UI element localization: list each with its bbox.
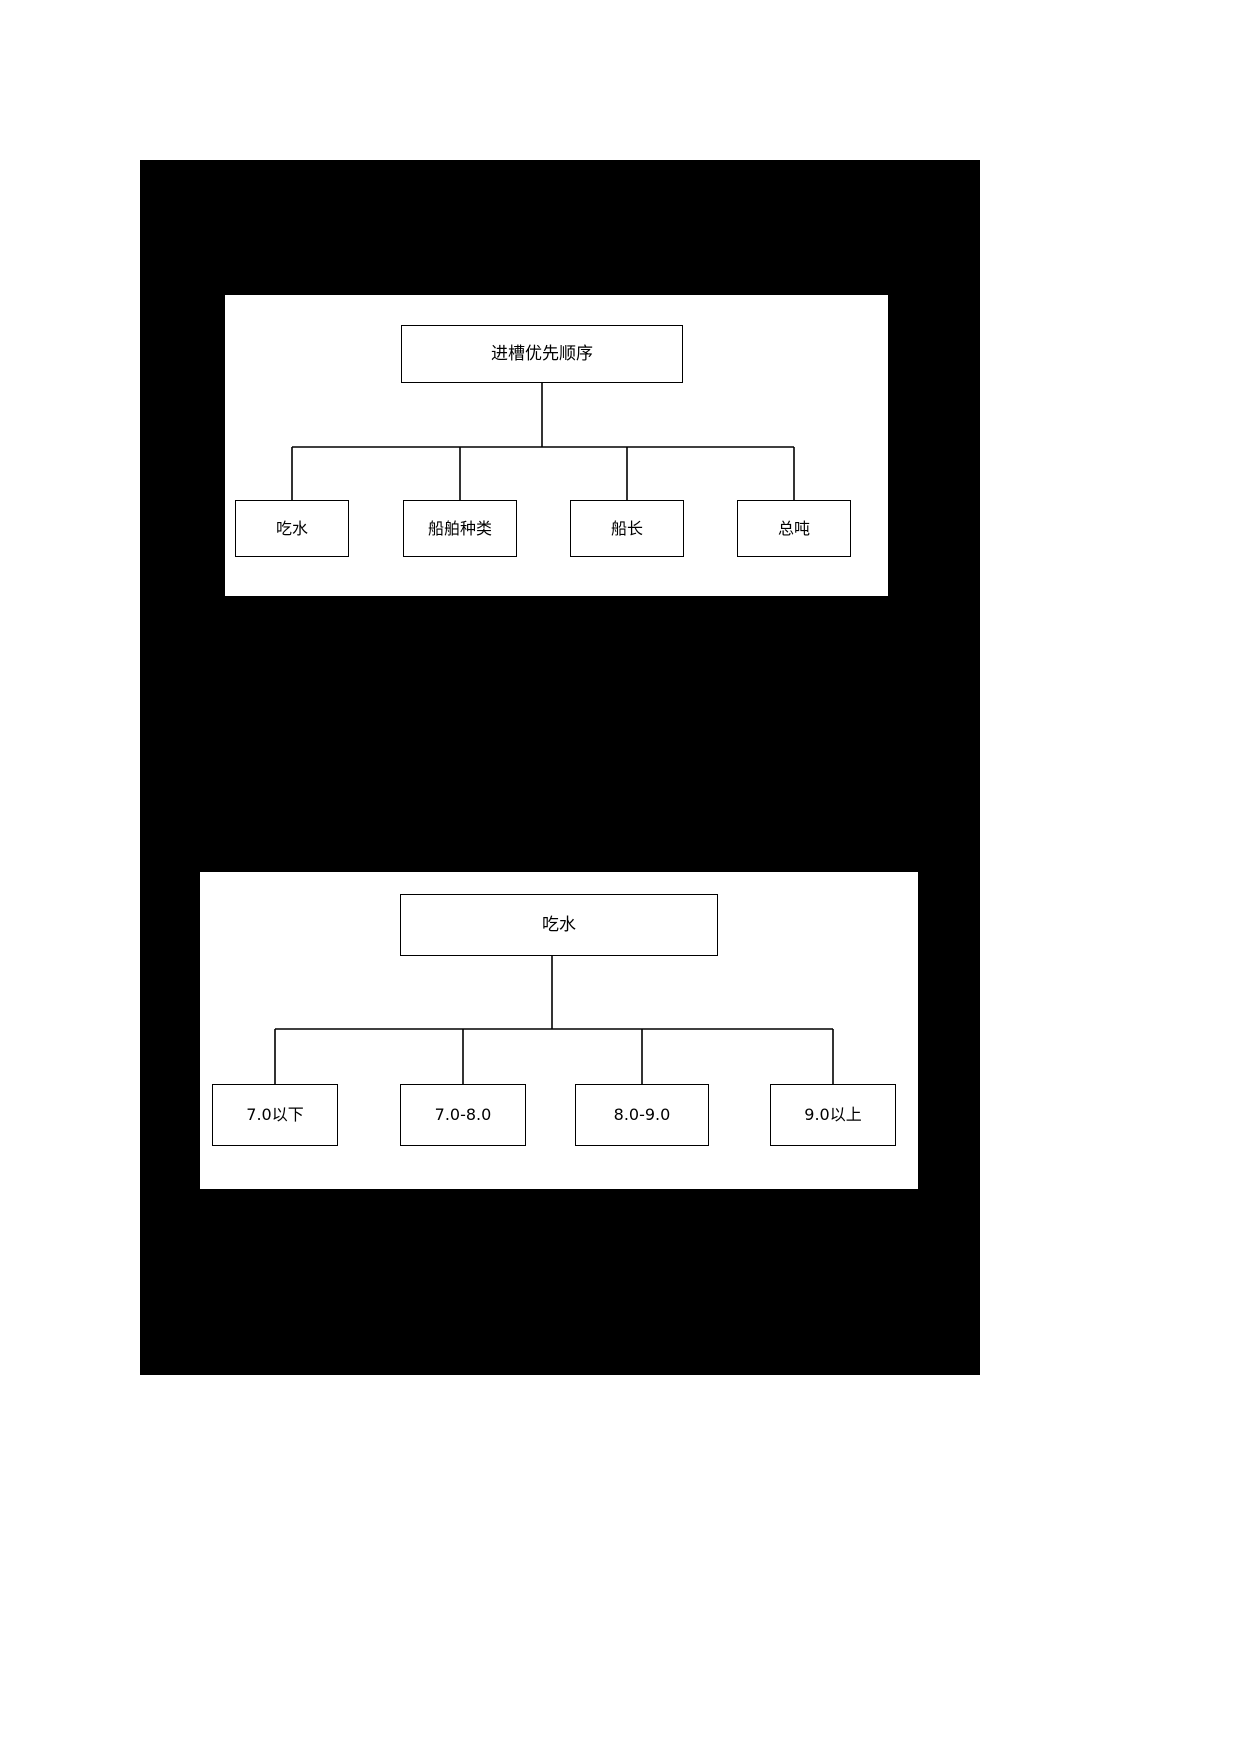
node-priority-leaf-gross-tonnage[interactable]: 总吨	[737, 500, 851, 557]
node-draft-leaf-below-7[interactable]: 7.0以下	[212, 1084, 338, 1146]
diagram-panel-draft-ranges: 吃水 7.0以下 7.0-8.0 8.0-9.0 9.0以上	[200, 872, 918, 1189]
node-priority-root[interactable]: 进槽优先顺序	[401, 325, 683, 383]
connector-lines-priority-order	[291, 383, 795, 500]
node-priority-leaf-draft[interactable]: 吃水	[235, 500, 349, 557]
node-draft-leaf-7-to-8[interactable]: 7.0-8.0	[400, 1084, 526, 1146]
node-draft-leaf-above-9[interactable]: 9.0以上	[770, 1084, 896, 1146]
node-draft-leaf-8-to-9[interactable]: 8.0-9.0	[575, 1084, 709, 1146]
node-draft-root[interactable]: 吃水	[400, 894, 718, 956]
diagram-panel-priority-order: 进槽优先顺序 吃水 船舶种类 船长 总吨	[225, 295, 888, 596]
node-priority-leaf-ship-length[interactable]: 船长	[570, 500, 684, 557]
connector-lines-draft-ranges	[274, 956, 834, 1084]
node-priority-leaf-ship-type[interactable]: 船舶种类	[403, 500, 517, 557]
